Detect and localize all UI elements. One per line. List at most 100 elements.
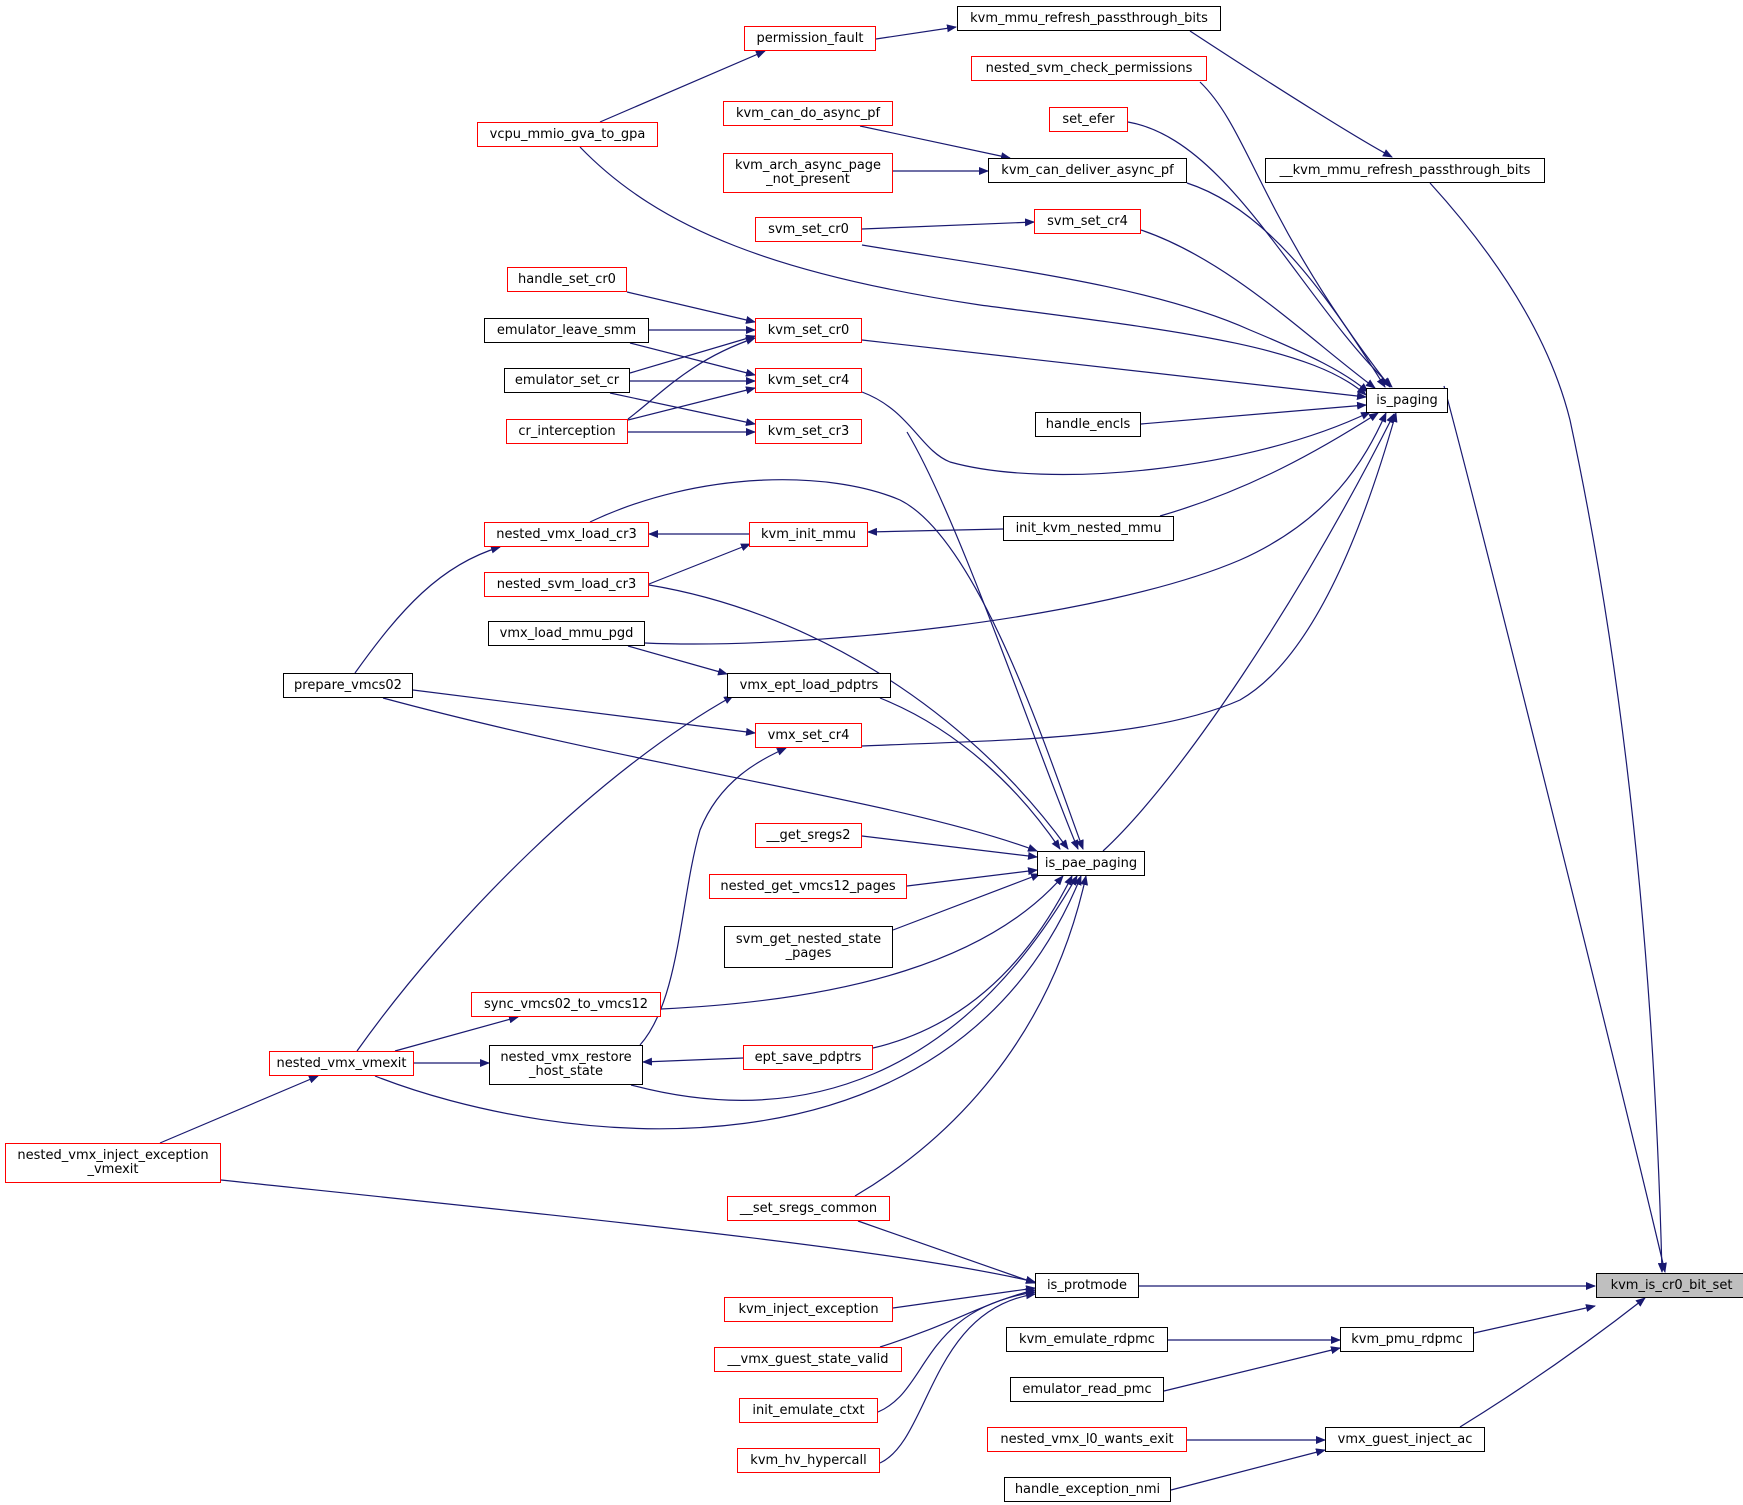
- node-handle-exception-nmi[interactable]: handle_exception_nmi: [1004, 1477, 1171, 1502]
- node-vmx-guest-state-valid[interactable]: __vmx_guest_state_valid: [714, 1347, 902, 1372]
- edge-kvm-set-cr4-to-is-paging: [861, 391, 1371, 476]
- edge-vmx-load-mmu-pgd-to-is-paging: [644, 412, 1387, 645]
- edge-permission-fault-to-kvm-mmu-refresh-passthrough-bits: [875, 24, 957, 40]
- node-prepare-vmcs02[interactable]: prepare_vmcs02: [283, 673, 413, 698]
- node-kvm-pmu-rdpmc[interactable]: kvm_pmu_rdpmc: [1340, 1327, 1474, 1352]
- node-svm-set-cr0[interactable]: svm_set_cr0: [755, 217, 862, 242]
- edge-nested-vmx-vmexit-to-is-pae-paging: [374, 875, 1082, 1130]
- edge-kvm-set-cr3-to-is-pae-paging: [906, 431, 1079, 850]
- node-is-paging[interactable]: is_paging: [1366, 388, 1448, 413]
- node-is-protmode[interactable]: is_protmode: [1035, 1273, 1139, 1298]
- edge-kvm-set-cr0-to-is-paging: [861, 339, 1367, 400]
- node-kvm-is-cr0-bit-set: kvm_is_cr0_bit_set: [1596, 1273, 1743, 1298]
- node-vmx-guest-inject-ac[interactable]: vmx_guest_inject_ac: [1325, 1427, 1485, 1452]
- node-kvm-hv-hypercall[interactable]: kvm_hv_hypercall: [737, 1448, 880, 1473]
- node-emulator-set-cr[interactable]: emulator_set_cr: [504, 368, 630, 393]
- node-is-pae-paging[interactable]: is_pae_paging: [1037, 851, 1145, 876]
- node-emulator-read-pmc[interactable]: emulator_read_pmc: [1010, 1377, 1164, 1402]
- node-set-sregs-common[interactable]: __set_sregs_common: [727, 1196, 890, 1221]
- node-vmx-ept-load-pdptrs[interactable]: vmx_ept_load_pdptrs: [727, 673, 891, 698]
- node-nested-vmx-restore-host-state[interactable]: nested_vmx_restore _host_state: [489, 1045, 643, 1085]
- node-kvm-init-mmu[interactable]: kvm_init_mmu: [749, 522, 868, 547]
- node-kvm-mmu-refresh-passthrough-bits[interactable]: kvm_mmu_refresh_passthrough_bits: [957, 6, 1221, 31]
- node-vmx-load-mmu-pgd[interactable]: vmx_load_mmu_pgd: [488, 621, 645, 646]
- edge-svm-set-cr4-to-is-paging: [1140, 229, 1376, 389]
- edge-set-sregs-common-to-is-pae-paging: [854, 875, 1088, 1197]
- edge-emulator-leave-smm-to-kvm-set-cr4: [629, 342, 756, 377]
- edge-kvm-mmu-refresh-passthrough-bits-to-kvm-is-cr0-bit-set: [1429, 182, 1666, 1273]
- edge-nested-get-vmcs12-pages-to-is-pae-paging: [906, 867, 1038, 887]
- node-kvm-can-do-async-pf[interactable]: kvm_can_do_async_pf: [723, 101, 893, 126]
- edge-ept-save-pdptrs-to-is-pae-paging: [872, 875, 1073, 1049]
- node-kvm-inject-exception[interactable]: kvm_inject_exception: [724, 1297, 893, 1322]
- node-svm-get-nested-state-pages[interactable]: svm_get_nested_state _pages: [724, 926, 893, 968]
- edge-sync-vmcs02-to-vmcs12-to-is-pae-paging: [660, 875, 1064, 1010]
- edge-emulator-set-cr-to-kvm-set-cr0: [629, 334, 756, 374]
- edge-set-sregs-common-to-is-protmode: [857, 1220, 1036, 1284]
- node-nested-vmx-l0-wants-exit[interactable]: nested_vmx_l0_wants_exit: [987, 1427, 1187, 1452]
- node-nested-vmx-load-cr3[interactable]: nested_vmx_load_cr3: [484, 522, 649, 547]
- edge-vcpu-mmio-gva-to-gpa-to-permission-fault: [599, 50, 766, 123]
- edge-kvm-pmu-rdpmc-to-kvm-is-cr0-bit-set: [1473, 1304, 1596, 1334]
- edge-vmx-guest-inject-ac-to-kvm-is-cr0-bit-set: [1459, 1297, 1646, 1428]
- edge-svm-set-cr0-to-is-paging: [861, 244, 1369, 393]
- edge-emulator-read-pmc-to-kvm-pmu-rdpmc: [1163, 1346, 1341, 1392]
- edge-kvm-hv-hypercall-to-is-protmode: [879, 1291, 1036, 1464]
- edge-nested-vmx-inject-exception-vmexit-to-nested-vmx-vmexit: [159, 1075, 319, 1144]
- edge-prepare-vmcs02-to-vmx-set-cr4: [412, 689, 756, 736]
- edge-init-kvm-nested-mmu-to-kvm-init-mmu: [867, 527, 1004, 536]
- edge-svm-set-cr0-to-svm-set-cr4: [861, 218, 1035, 230]
- node-vmx-set-cr4[interactable]: vmx_set_cr4: [755, 723, 862, 748]
- node-kvm-emulate-rdpmc[interactable]: kvm_emulate_rdpmc: [1006, 1327, 1168, 1352]
- edge-vmx-guest-state-valid-to-is-protmode: [879, 1288, 1036, 1348]
- node-permission-fault[interactable]: permission_fault: [744, 26, 876, 51]
- node-kvm-set-cr4[interactable]: kvm_set_cr4: [755, 368, 862, 393]
- node-get-sregs2[interactable]: __get_sregs2: [755, 823, 862, 848]
- edge-nested-vmx-load-cr3-to-is-pae-paging: [589, 479, 1084, 850]
- node-ept-save-pdptrs[interactable]: ept_save_pdptrs: [743, 1045, 873, 1070]
- edge-prepare-vmcs02-to-is-pae-paging: [382, 697, 1038, 852]
- edge-init-emulate-ctxt-to-is-protmode: [877, 1289, 1036, 1413]
- node-init-emulate-ctxt[interactable]: init_emulate_ctxt: [739, 1398, 878, 1423]
- edge-get-sregs2-to-is-pae-paging: [861, 835, 1038, 860]
- node-handle-set-cr0[interactable]: handle_set_cr0: [507, 267, 627, 292]
- node-nested-svm-load-cr3[interactable]: nested_svm_load_cr3: [484, 572, 649, 597]
- edge-emulator-set-cr-to-kvm-set-cr3: [609, 392, 756, 427]
- edge-kvm-can-do-async-pf-to-kvm-can-deliver-async-pf: [859, 125, 1011, 161]
- edge-nested-vmx-restore-host-state-to-is-pae-paging: [630, 875, 1078, 1101]
- node-vcpu-mmio-gva-to-gpa[interactable]: vcpu_mmio_gva_to_gpa: [477, 122, 658, 147]
- node-svm-set-cr4[interactable]: svm_set_cr4: [1034, 209, 1141, 234]
- edge-nested-vmx-vmexit-to-vmx-ept-load-pdptrs: [356, 695, 734, 1052]
- edge-nested-vmx-inject-exception-vmexit-to-is-protmode: [220, 1179, 1036, 1284]
- node-cr-interception[interactable]: cr_interception: [506, 419, 628, 444]
- node-nested-vmx-inject-exception-vmexit[interactable]: nested_vmx_inject_exception _vmexit: [5, 1143, 221, 1183]
- edge-kvm-can-deliver-async-pf-to-is-paging: [1186, 182, 1386, 388]
- node-nested-svm-check-permissions[interactable]: nested_svm_check_permissions: [971, 56, 1207, 81]
- node-kvm-set-cr3[interactable]: kvm_set_cr3: [755, 419, 862, 444]
- edge-ept-save-pdptrs-to-nested-vmx-restore-host-state: [642, 1057, 744, 1066]
- node-set-efer[interactable]: set_efer: [1049, 107, 1128, 132]
- edge-kvm-inject-exception-to-is-protmode: [892, 1285, 1036, 1309]
- node-kvm-can-deliver-async-pf[interactable]: kvm_can_deliver_async_pf: [988, 158, 1187, 183]
- node-nested-get-vmcs12-pages[interactable]: nested_get_vmcs12_pages: [709, 874, 907, 899]
- edge-is-paging-to-kvm-is-cr0-bit-set: [1443, 385, 1667, 1273]
- node-emulator-leave-smm[interactable]: emulator_leave_smm: [484, 318, 649, 343]
- node-handle-encls[interactable]: handle_encls: [1035, 412, 1141, 437]
- node-sync-vmcs02-to-vmcs12[interactable]: sync_vmcs02_to_vmcs12: [471, 992, 661, 1017]
- edge-cr-interception-to-kvm-set-cr0: [627, 337, 756, 420]
- node-init-kvm-nested-mmu[interactable]: init_kvm_nested_mmu: [1003, 516, 1174, 541]
- edge-prepare-vmcs02-to-nested-vmx-load-cr3: [354, 545, 501, 674]
- edge-vmx-ept-load-pdptrs-to-is-pae-paging: [879, 697, 1061, 850]
- edge-nested-svm-load-cr3-to-is-pae-paging: [648, 584, 1069, 850]
- edge-vmx-set-cr4-to-is-paging: [861, 412, 1398, 747]
- node-kvm-set-cr0[interactable]: kvm_set_cr0: [755, 318, 862, 343]
- edge-handle-exception-nmi-to-vmx-guest-inject-ac: [1170, 1448, 1326, 1491]
- edge-is-pae-paging-to-is-paging: [1102, 413, 1395, 852]
- edge-kvm-mmu-refresh-passthrough-bits-to-kvm-mmu-refresh-passthrough-bits: [1189, 30, 1393, 158]
- node-nested-vmx-vmexit[interactable]: nested_vmx_vmexit: [269, 1051, 414, 1076]
- edge-init-kvm-nested-mmu-to-is-paging: [1159, 412, 1379, 517]
- node-kvm-mmu-refresh-passthrough-bits[interactable]: __kvm_mmu_refresh_passthrough_bits: [1265, 158, 1545, 183]
- node-kvm-arch-async-page-not-present[interactable]: kvm_arch_async_page _not_present: [723, 153, 893, 193]
- edge-svm-get-nested-state-pages-to-is-pae-paging: [892, 873, 1041, 931]
